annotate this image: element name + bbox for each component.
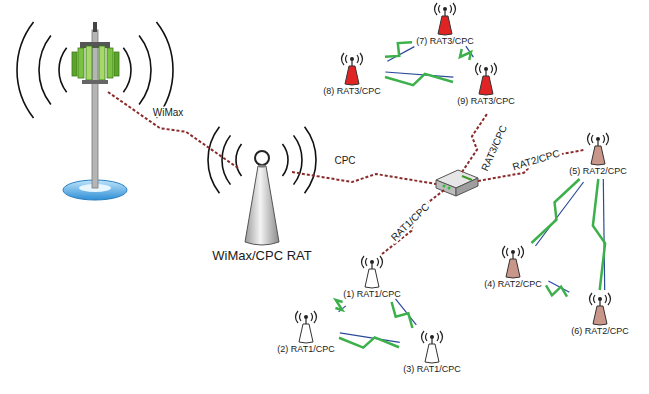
node-label: (2) RAT1/CPC: [275, 344, 337, 355]
link-line: [548, 281, 569, 292]
radio-link: [108, 92, 238, 168]
radio-wave: [39, 36, 51, 105]
node-label: (6) RAT2/CPC: [569, 326, 631, 337]
radio-link: [108, 92, 584, 254]
link-label: RAT2/CPC: [509, 147, 563, 173]
lightning-link: [593, 179, 605, 290]
antenna-icon: [499, 245, 527, 279]
link-line: [396, 299, 417, 325]
lightning-link: [385, 74, 453, 85]
wireless-link: [385, 72, 453, 85]
lightning-link: [460, 49, 471, 60]
radio-wave: [59, 48, 67, 92]
link-line: [603, 179, 604, 290]
node-label: (3) RAT1/CPC: [401, 364, 463, 375]
radio-wave: [17, 22, 34, 118]
base-station: WiMax/CPC RAT: [210, 146, 314, 263]
antenna-node: (8) RAT3/CPC: [321, 52, 383, 97]
antenna-node: (5) RAT2/CPC: [567, 132, 629, 177]
lightning-link: [392, 302, 413, 328]
antenna-node: (7) RAT3/CPC: [414, 2, 476, 47]
antenna-node: (6) RAT2/CPC: [569, 292, 631, 337]
radio-wave: [156, 22, 173, 118]
link-line: [535, 182, 583, 246]
lightning-link: [339, 337, 399, 347]
wireless-link: [460, 46, 473, 60]
node-label: (1) RAT1/CPC: [341, 289, 403, 300]
antenna-icon: [586, 292, 614, 326]
antenna-icon: [431, 2, 459, 36]
wireless-link: [593, 179, 605, 290]
radio-wave: [305, 127, 316, 193]
lightning-link: [546, 285, 567, 296]
antenna-node: (9) RAT3/CPC: [455, 62, 517, 107]
node-label: (4) RAT2/CPC: [482, 279, 544, 290]
lightning-link: [385, 42, 412, 57]
antenna-icon: [338, 52, 366, 86]
wireless-link: [339, 333, 400, 348]
link-line: [385, 72, 453, 77]
antenna-icon: [418, 330, 446, 364]
radio-wave: [282, 144, 288, 176]
radio-wave: [236, 144, 242, 176]
tower-icon: [239, 146, 285, 248]
wireless-link: [531, 179, 583, 246]
link-label: WiMax: [151, 107, 186, 118]
radio-waves: [17, 22, 316, 193]
radio-wave: [123, 48, 131, 92]
node-label: (7) RAT3/CPC: [414, 36, 476, 47]
radio-wave: [208, 127, 219, 193]
wireless-link: [385, 42, 414, 61]
base-station-tower: [63, 22, 127, 200]
antenna-icon: [472, 62, 500, 96]
node-label: (8) RAT3/CPC: [321, 86, 383, 97]
wireless-link: [335, 300, 345, 312]
lightning-link: [531, 179, 579, 243]
antenna-node: (2) RAT1/CPC: [275, 310, 337, 355]
antenna-icon: [292, 310, 320, 344]
wireless-link: [546, 281, 569, 297]
node-label: (9) RAT3/CPC: [455, 96, 517, 107]
radio-link: [382, 190, 444, 254]
radio-link: [292, 172, 436, 184]
link-line: [387, 47, 414, 62]
link-label: RAT3/CPC: [478, 122, 509, 175]
lightning-link: [335, 300, 342, 310]
radio-wave: [139, 36, 151, 105]
wireless-link: [392, 299, 417, 328]
radio-wave: [294, 135, 302, 184]
radio-wave: [222, 135, 230, 184]
antenna-icon: [584, 132, 612, 166]
antenna-icon: [358, 255, 386, 289]
antenna-node: (3) RAT1/CPC: [401, 330, 463, 375]
antenna-node: (1) RAT1/CPC: [341, 255, 403, 300]
station-label: WiMax/CPC RAT: [210, 248, 314, 263]
antenna-node: (4) RAT2/CPC: [482, 245, 544, 290]
link-label: CPC: [332, 155, 357, 166]
link-label: RAT1/CPC: [387, 200, 433, 245]
node-label: (5) RAT2/CPC: [567, 166, 629, 177]
